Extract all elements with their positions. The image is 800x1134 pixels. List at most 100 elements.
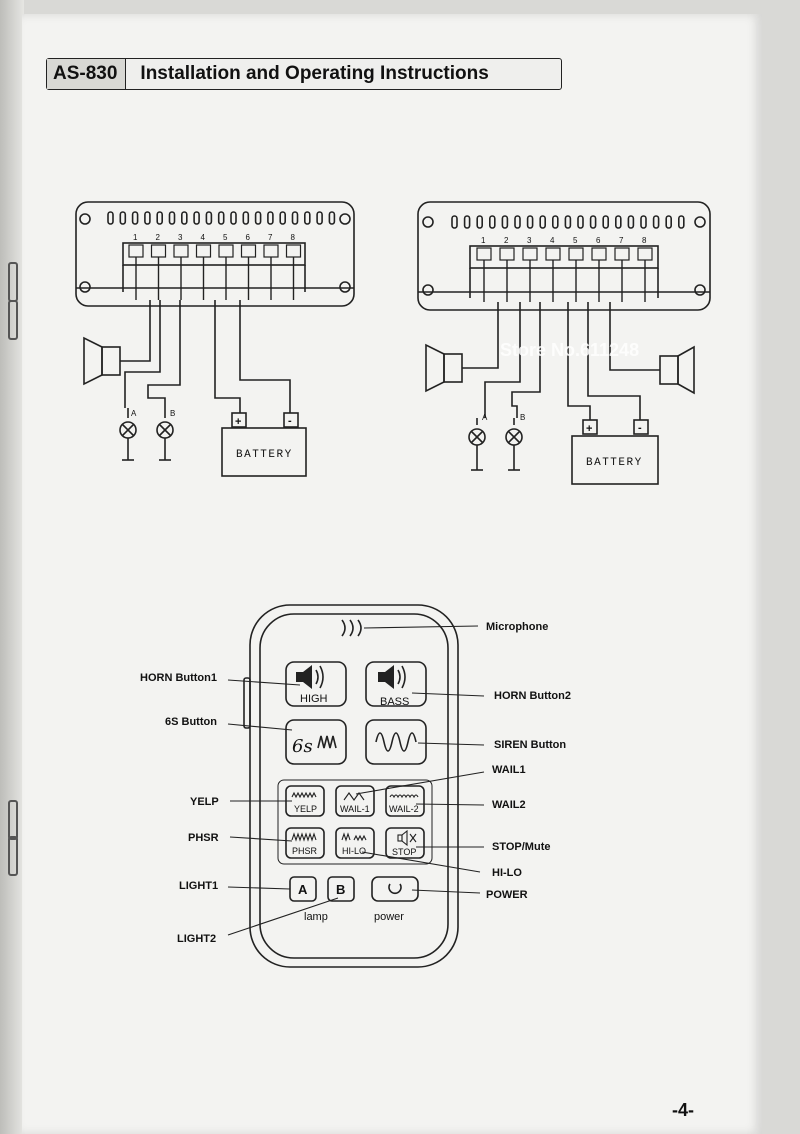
speaker-icon [296,665,394,689]
lamp-a-label: A [482,413,488,422]
speaker-icon [425,302,499,393]
callout-horn-button2: HORN Button2 [494,690,571,702]
phsr-wave-icon [291,832,317,842]
vent-slot [217,211,225,225]
callout-siren-button: SIREN Button [494,739,566,751]
battery-minus-left: - [288,415,292,427]
horn-bass-label: BASS [380,696,409,708]
terminal-pin [522,247,538,261]
vent-slot [476,215,484,229]
vent-slot [677,215,685,229]
hilo-button[interactable] [335,827,375,859]
vent-slot [589,215,597,229]
callout-phsr: PHSR [188,832,219,844]
callout-yelp: YELP [190,796,219,808]
lamp-a-label: A [131,409,137,418]
horn-bass-button[interactable] [365,661,427,707]
terminal-number: 2 [156,233,161,242]
terminal-pin [263,244,279,258]
lamp-b-icon [505,418,523,471]
vent-slot [144,211,151,225]
wiring-diagram-left [75,201,355,477]
terminal-pin [150,244,167,258]
light-b-button[interactable] [327,876,355,902]
stop-button[interactable] [385,827,425,859]
vent-slot [131,211,139,225]
terminal-pin [568,247,584,261]
phsr-label: PHSR [292,846,318,856]
page-number: -4- [672,1100,694,1120]
vent-slot [614,215,622,229]
wiring-diagram-right [417,201,711,485]
callout-light2: LIGHT2 [177,933,216,945]
vent-slot [602,215,610,229]
terminal-pin [591,247,607,261]
terminal-number: 3 [527,236,532,245]
vent-slot [451,215,458,229]
siren-button[interactable] [365,719,427,765]
terminal-block-right [469,245,659,269]
siren-controller [227,604,485,968]
callout-light1: LIGHT1 [179,880,218,892]
vent-slot [303,211,311,225]
vent-slot [328,211,336,225]
light-a-label: A [298,882,308,897]
siren-wave-icon [375,732,417,752]
mute-icon [397,829,417,847]
light-b-label: B [336,882,345,897]
callout-microphone: Microphone [486,621,548,633]
phsr-button[interactable] [285,827,325,859]
wail1-button[interactable] [335,785,375,817]
lamp-b-icon [156,408,174,461]
terminal-number: 1 [133,233,138,242]
power-icon [388,883,402,895]
callout-power: POWER [486,889,528,901]
terminal-number: 4 [550,236,555,245]
page-header: AS-830 Installation and Operating Instru… [46,58,562,90]
terminal-number: 5 [223,233,228,242]
callout-wail2: WAIL2 [492,799,526,811]
terminal-number: 1 [481,236,486,245]
callout-leader-lines [227,625,485,936]
wail1-label: WAIL-1 [340,804,370,814]
hilo-label: HI-LO [342,846,366,856]
terminal-number: 7 [268,233,273,242]
terminal-number: 7 [619,236,624,245]
terminal-pin [240,244,257,258]
book-spine [0,0,24,1134]
vent-slot [181,211,188,225]
vent-slot [526,215,534,229]
terminal-pin [637,247,653,261]
amplifier-box-left [75,201,355,307]
power-caption: power [374,911,404,923]
terminal-number: 5 [573,236,578,245]
wail1-wave-icon [343,792,365,801]
sound-wave-icon [315,665,406,689]
vent-slot [640,215,647,229]
vent-slot [652,215,660,229]
vent-slot [551,215,559,229]
vent-slot [291,211,299,225]
lamp-b-label: B [520,413,525,422]
terminal-pin [285,244,302,258]
battery-label-right: BATTERY [586,457,643,469]
callout-stop-mute: STOP/Mute [492,841,550,853]
vent-slot [488,215,496,229]
callout-horn-button1: HORN Button1 [140,672,217,684]
yelp-label: YELP [294,804,317,814]
battery-plus-right: + [586,423,592,435]
speaker-icon [83,300,151,386]
terminal-number: 4 [201,233,206,242]
terminal-number: 3 [178,233,183,242]
vent-slot [501,215,509,229]
vent-slot [267,211,274,225]
vent-slot [230,211,237,225]
six-s-button[interactable] [285,719,347,765]
terminal-pin [195,244,212,258]
battery-plus-left: + [235,416,241,428]
vent-slot [156,211,163,225]
power-button[interactable] [371,876,419,902]
terminal-pin [499,247,515,261]
staple-top-2 [8,300,18,340]
